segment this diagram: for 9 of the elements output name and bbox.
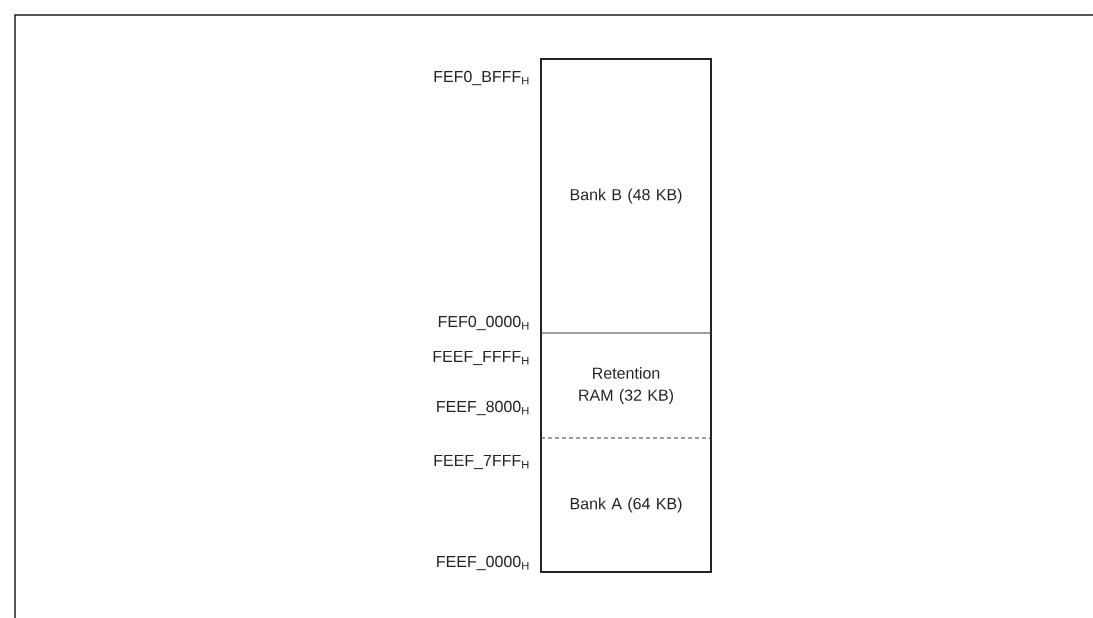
address-label: FEEF_8000$_{H}$	[437, 400, 529, 416]
address-label: FEEF_FFFF$_{H}$	[433, 350, 529, 366]
address-label: FEEF_7FFF$_{H}$	[434, 454, 529, 470]
memory-region: Bank B (48 KB)	[570, 188, 682, 204]
address-label: FEF0_BFFF$_{H}$	[434, 70, 529, 86]
address-label: FEEF_0000$_{H}$	[437, 555, 529, 571]
memory-region: Bank A (64 KB)	[570, 497, 682, 513]
memory-region: Retention RAM (32 KB)	[579, 367, 673, 404]
address-label: FEF0_0000$_{H}$	[438, 315, 529, 331]
